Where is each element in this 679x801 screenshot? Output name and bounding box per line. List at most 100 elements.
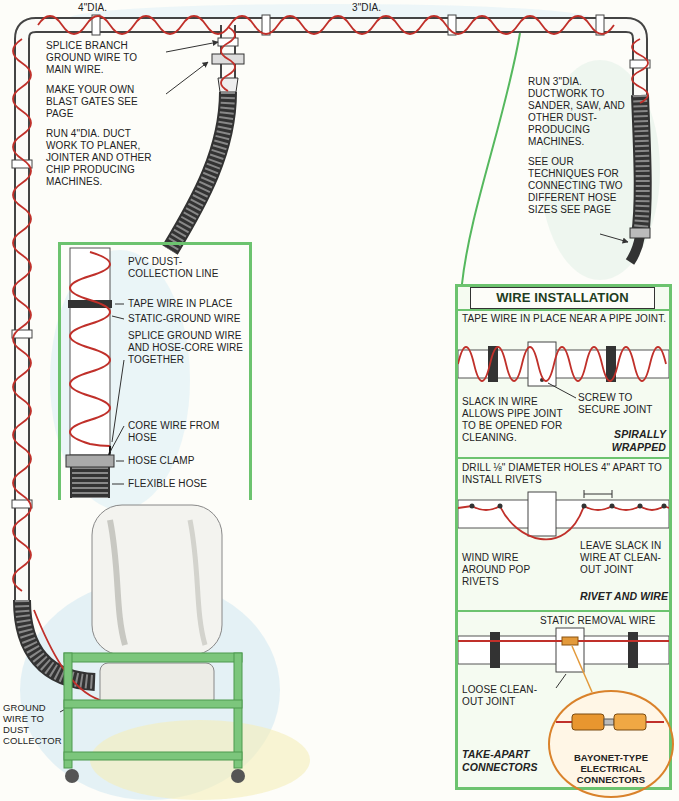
method-panel: TAPE WIRE IN PLACE NEAR A PIPE JOINT. SLA… (455, 309, 672, 458)
bayonet-connector-part (614, 714, 646, 730)
leader-line-part (166, 42, 218, 52)
callout-note: WIND WIRE AROUND POP RIVETS (462, 552, 552, 588)
flexible-hose-part (630, 236, 640, 262)
dust-collector-part (65, 769, 79, 783)
flexible-hose-part (22, 600, 95, 682)
flexible-hose-part (630, 228, 650, 238)
inset-pipe-part (112, 316, 124, 319)
inset-pipe (66, 248, 124, 498)
connector-detail-part (490, 632, 500, 668)
connector-detail-part (458, 640, 562, 642)
callout-note: LOOSE CLEAN-OUT JOINT (462, 684, 552, 708)
dust-collector-part (64, 653, 72, 768)
callout-label: RUN 4"DIA. DUCT WORK TO PLANER, JOINTER … (46, 128, 158, 188)
connector-detail-part (556, 674, 566, 688)
connector-detail-part (562, 637, 578, 645)
callout-note: TAPE WIRE IN PLACE NEAR A PIPE JOINT. (462, 313, 667, 325)
flexible-hose-part (170, 92, 228, 250)
bayonet-connector-part (604, 719, 614, 725)
ground-wire-part (221, 27, 235, 91)
flexible-hose-part (170, 92, 228, 250)
rivet-wire-detail-part (612, 490, 613, 498)
watercolor-wash (20, 4, 674, 800)
watercolor-wash-part (548, 690, 674, 798)
callout-note: TAPE WIRE IN PLACE (128, 298, 246, 310)
callout-note: BAYONET-TYPE ELECTRICAL CONNECTORS (561, 752, 661, 785)
inset-pipe-part (72, 467, 108, 498)
flexible-hose (22, 92, 650, 682)
callout-note: FLEXIBLE HOSE (128, 478, 246, 490)
inset-pipe-part (66, 455, 114, 467)
inset-pipe-part (112, 484, 124, 485)
bayonet-connector-part (646, 721, 664, 723)
panel-heading: WIRE INSTALLATION (470, 287, 655, 309)
spiral-wrap-detail (458, 342, 669, 398)
dust-collector-part (64, 653, 242, 662)
callout-note: SPLICE GROUND WIRE AND HOSE-CORE WIRE TO… (128, 330, 246, 366)
connector-detail (458, 628, 669, 692)
callout-label: GROUND WIRE TO DUST COLLECTOR (3, 702, 61, 746)
dust-collector-part (231, 769, 245, 783)
callout-label: RUN 3"DIA. DUCTWORK TO SANDER, SAW, AND … (528, 76, 626, 148)
callout-note: STATIC REMOVAL WIRE (540, 615, 665, 627)
rivet-wire-detail-part (498, 504, 503, 509)
callout-label: 3"DIA. (352, 2, 412, 14)
dust-collector-part (110, 520, 125, 645)
callout-label: MAKE YOUR OWN BLAST GATES SEE PAGE (46, 84, 164, 120)
connector-detail-part (578, 640, 669, 642)
callout-note: PVC DUST-COLLECTION LINE (128, 256, 246, 280)
inset-pipe-part (70, 248, 110, 455)
callout-note: SCREW TO SECURE JOINT (578, 392, 666, 416)
leader-line-part (166, 62, 208, 94)
callout-note: STATIC-GROUND WIRE (128, 313, 246, 325)
inset-pipe-part (115, 304, 124, 305)
callout-label: SPLICE BRANCH GROUND WIRE TO MAIN WIRE. (46, 40, 164, 76)
spiral-wrap-detail-part (548, 383, 576, 398)
rivet-wire-detail-part (528, 492, 556, 536)
callout-note: LEAVE SLACK IN WIRE AT CLEAN-OUT JOINT (580, 540, 668, 576)
ground-wire-part (632, 39, 648, 103)
rivet-wire-detail-part (638, 504, 643, 509)
dust-collector-part (64, 700, 242, 708)
inset-pipe-part (116, 461, 124, 462)
inset-panel: PVC DUST-COLLECTION LINE TAPE WIRE IN PLA… (58, 242, 252, 500)
flexible-hose-part (640, 95, 643, 236)
bayonet-connector (556, 714, 664, 730)
dust-collector-part (92, 505, 222, 655)
leader-line (60, 33, 628, 712)
method-panel: DRILL ⅛" DIAMETER HOLES 4" APART TO INST… (455, 457, 672, 610)
main-duct-part (262, 15, 270, 35)
method-title: TAKE-APART CONNECTORS (462, 748, 542, 774)
leader-line-part (462, 33, 520, 284)
ground-wire-part (13, 39, 31, 591)
rivet-wire-detail-part (584, 494, 612, 495)
method-title: SPIRALLY WRAPPED (578, 428, 666, 454)
installation-panel: WIRE INSTALLATIONTAPE WIRE IN PLACE NEAR… (455, 284, 672, 790)
method-title: RIVET AND WIRE (580, 590, 668, 603)
inset-pipe-part (110, 426, 124, 452)
dust-collector-part (64, 752, 242, 760)
callout-label: 4"DIA. (78, 2, 138, 14)
callout-note: HOSE CLAMP (128, 455, 246, 467)
watercolor-wash-part (50, 250, 190, 510)
ground-wire (13, 16, 648, 700)
connector-detail-part (628, 632, 638, 668)
leader-line-part (600, 234, 628, 242)
bayonet-connector-part (556, 721, 572, 723)
rivet-wire-detail-part (458, 500, 669, 528)
callout-note: SLACK IN WIRE ALLOWS PIPE JOINT TO BE OP… (462, 396, 572, 444)
connector-detail-part (572, 646, 592, 692)
rivet-wire-detail-part (582, 504, 587, 509)
callout-label: SEE OUR TECHNIQUES FOR CONNECTING TWO DI… (528, 156, 626, 216)
rivet-wire-detail-part (470, 504, 475, 509)
bayonet-connector-part (572, 714, 604, 730)
callout-note: DRILL ⅛" DIAMETER HOLES 4" APART TO INST… (462, 462, 667, 486)
rivet-wire-detail (458, 490, 669, 539)
flexible-hose-part (22, 600, 95, 682)
spiral-wrap-detail-part (458, 347, 666, 381)
inset-pipe-part (70, 252, 110, 446)
rivet-wire-detail-part (584, 490, 585, 498)
rivet-wire-detail-part (662, 504, 667, 509)
rivet-wire-detail-part (458, 506, 669, 539)
